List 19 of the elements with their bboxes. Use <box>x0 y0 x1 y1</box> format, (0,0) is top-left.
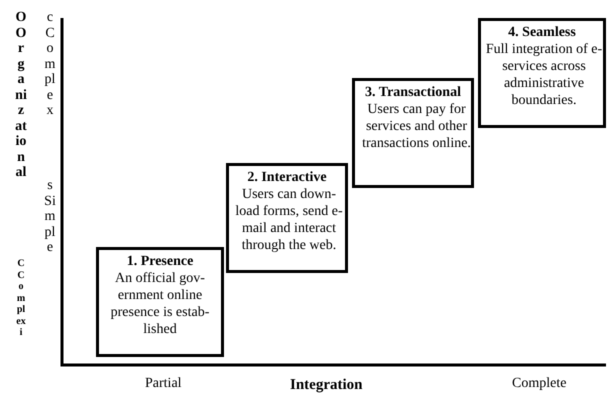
axis-title: CComplexi <box>15 258 27 338</box>
axis-end-label: sSimple <box>44 178 56 256</box>
axis-title: OOrganizational <box>15 10 27 180</box>
stage-description: Users can pay for services and other transactions online. <box>361 101 472 152</box>
axis-end-label: cComplex <box>44 10 56 118</box>
stage-title: 4. Seamless <box>507 24 577 41</box>
stage-box <box>478 18 606 128</box>
stage-title: 2. Interactive <box>246 169 328 186</box>
stage-description: Full integration of e-services across administrative boundaries. <box>485 41 603 109</box>
stage-box <box>96 247 224 357</box>
stage-title: 3. Transactional <box>364 84 462 101</box>
stage-description: An official gov-ernment online presence is estab-lished <box>110 270 210 338</box>
axis-tick-label: Partial <box>145 376 182 392</box>
stage-box <box>352 78 474 188</box>
axis-tick-label: Complete <box>512 376 566 392</box>
stage-description: Users can down-load forms, send e-mail and interact through the web. <box>234 186 344 254</box>
stage-title: 1. Presence <box>126 253 194 270</box>
stage-box <box>226 163 348 273</box>
axis-title: Integration <box>290 377 362 394</box>
